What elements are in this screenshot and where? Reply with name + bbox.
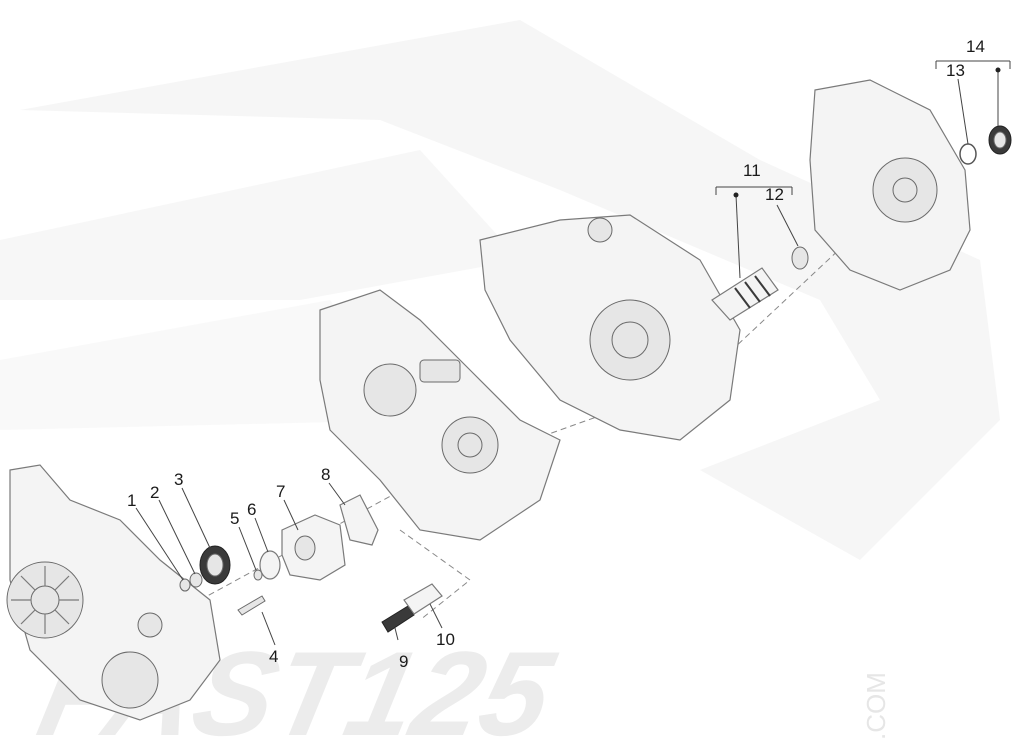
callout-13: 13 (946, 61, 965, 80)
callout-labels: 1 2 3 4 5 6 7 8 9 10 11 12 13 14 (127, 37, 985, 671)
right-cover (809, 79, 971, 291)
part-5-ring (253, 569, 263, 581)
part-4-pin (237, 595, 266, 616)
part-12-o-ring (791, 246, 809, 270)
callout-6: 6 (247, 500, 256, 519)
watermark-suffix: .COM (861, 672, 891, 740)
left-cover (6, 464, 221, 721)
callout-11: 11 (743, 161, 761, 180)
crankcase-half-left (319, 289, 561, 541)
callout-10: 10 (436, 630, 455, 649)
callout-7: 7 (276, 482, 285, 501)
part-13-o-ring (959, 143, 977, 165)
callout-2: 2 (150, 483, 159, 502)
part-1-washer (179, 578, 191, 592)
part-14-plug (988, 125, 1012, 155)
part-3-gear (199, 545, 231, 585)
watermark-logo: FAST125 .COM (0, 20, 1000, 755)
callout-3: 3 (174, 470, 183, 489)
part-9-spring (381, 605, 415, 633)
part-2-nut (189, 572, 203, 588)
callout-12: 12 (765, 185, 784, 204)
callout-1: 1 (127, 491, 136, 510)
crankcase-half-right (479, 214, 741, 441)
callout-4: 4 (269, 647, 278, 666)
part-11-filter (711, 267, 779, 321)
callout-14: 14 (966, 37, 985, 56)
part-8-plate (339, 494, 379, 546)
part-10-sleeve (403, 583, 443, 615)
callout-9: 9 (399, 652, 408, 671)
part-6-rotor (259, 550, 281, 580)
callout-8: 8 (321, 465, 330, 484)
leader-lines (135, 60, 1011, 646)
part-7-oil-pump (281, 514, 346, 581)
callout-5: 5 (230, 509, 239, 528)
